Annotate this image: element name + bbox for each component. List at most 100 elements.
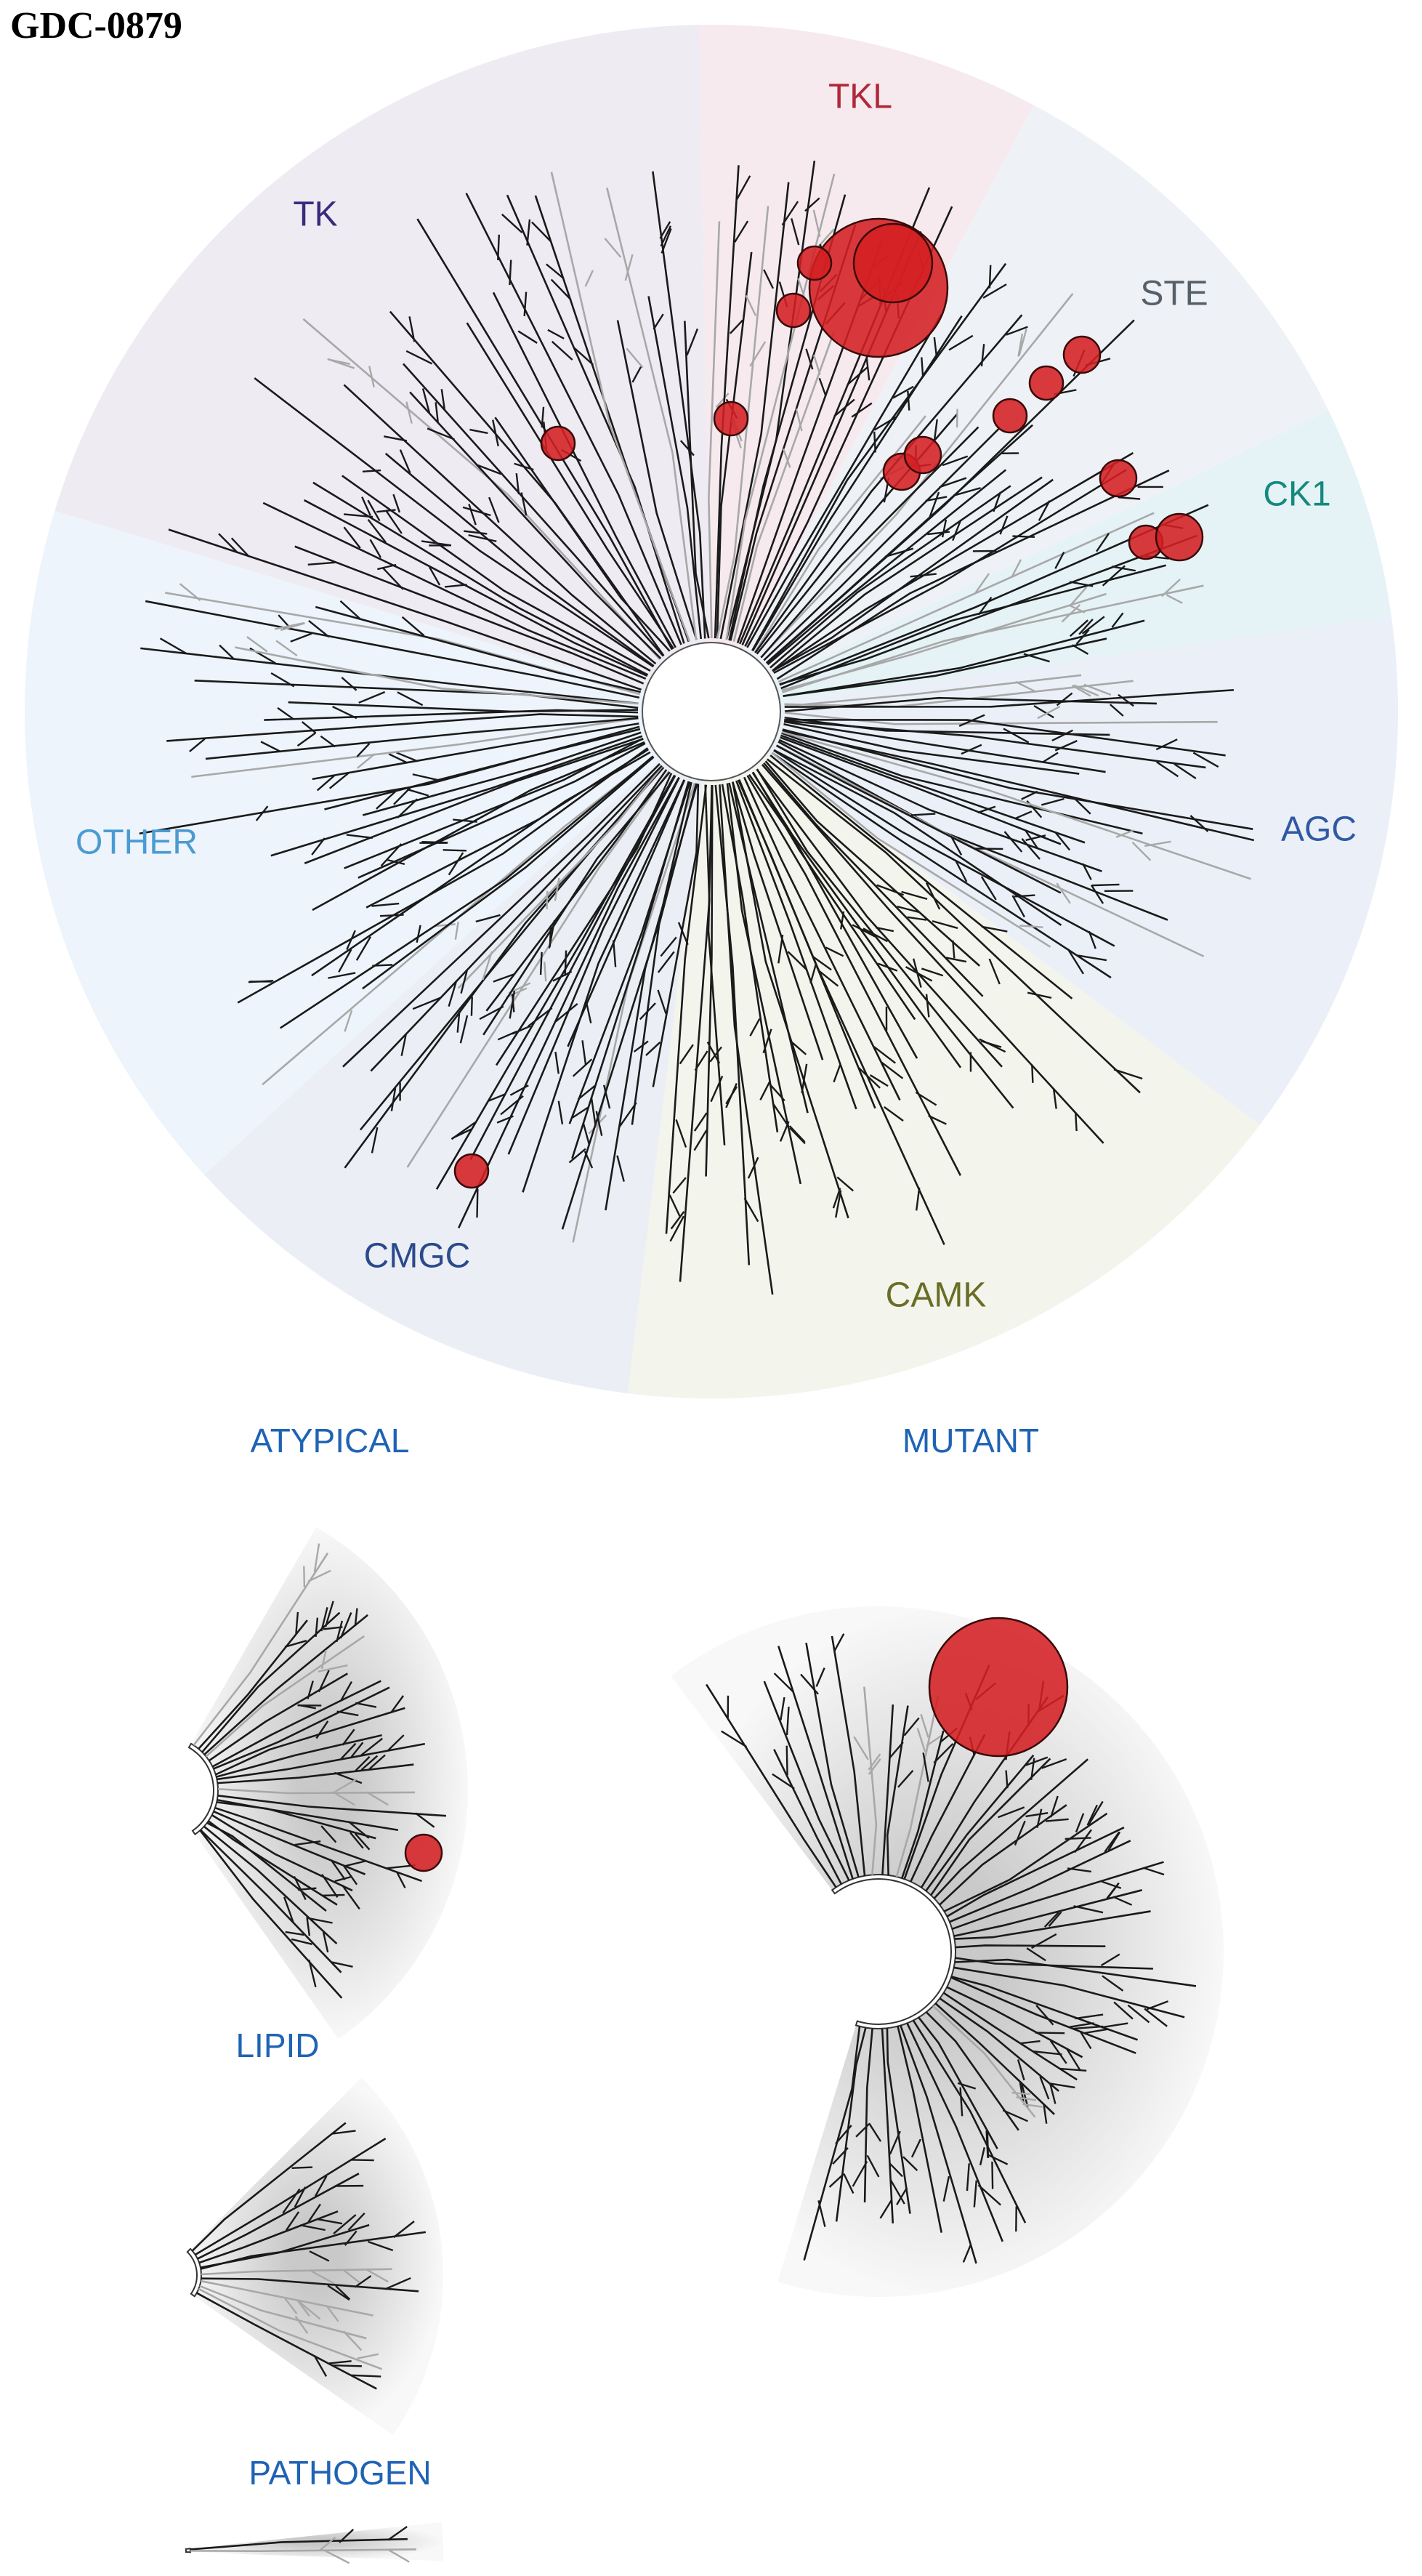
tree-branch: [199, 1830, 343, 1999]
tree-branch: [756, 768, 1003, 1068]
tree-leaf: [1067, 1867, 1091, 1873]
tree-leaf: [290, 632, 312, 643]
tree-branch: [606, 188, 698, 640]
tree-leaf: [832, 1188, 841, 1209]
group-label-other: OTHER: [76, 824, 198, 862]
tree-branch: [254, 377, 654, 668]
tree-branch: [886, 1705, 909, 1875]
tree-branch: [652, 171, 706, 639]
tree-branch: [743, 776, 901, 1101]
tree-leaf: [812, 955, 832, 971]
group-sectors: [25, 25, 1398, 1398]
tree-branch: [205, 1635, 365, 1758]
tree-leaf: [804, 197, 820, 212]
tree-leaf: [1131, 841, 1152, 861]
hit-markers: [404, 217, 1204, 1872]
tree-leaf: [219, 644, 235, 659]
tree-leaf: [460, 969, 469, 994]
tree-leaf: [189, 738, 206, 752]
tree-leaf: [1005, 1770, 1009, 1789]
tree-leaf: [945, 957, 967, 963]
tree-leaf: [318, 1670, 330, 1693]
tree-leaf: [367, 2240, 394, 2252]
tree-branch: [312, 481, 649, 676]
tree-branch: [359, 765, 663, 1131]
tree-leaf: [434, 923, 456, 927]
tree-leaf: [523, 291, 528, 317]
tree-leaf: [528, 1007, 553, 1027]
tree-leaf: [743, 1197, 759, 1223]
tree-leaf: [892, 385, 914, 399]
tree-leaf: [335, 2285, 351, 2301]
tree-leaf: [1075, 1112, 1078, 1132]
tree-leaf: [933, 1743, 954, 1764]
hit-marker-ck1: [1155, 512, 1204, 562]
tree-leaf: [1074, 1829, 1092, 1853]
tree-leaf: [1011, 895, 1025, 918]
tree-leaf: [284, 2298, 298, 2314]
tree-leaf: [884, 547, 914, 558]
tree-branch: [494, 416, 671, 652]
tree-branch: [886, 2028, 911, 2214]
tree-leaf: [371, 902, 400, 907]
hit-marker-ste: [1062, 335, 1102, 374]
tree-leaf: [328, 772, 350, 789]
tree-leaf: [980, 344, 985, 367]
tree-leaf: [977, 2184, 1001, 2206]
tree-branch: [288, 701, 639, 713]
tree-leaf: [311, 2270, 336, 2285]
tree-leaf: [1043, 1911, 1059, 1928]
tree-leaf: [920, 1713, 929, 1738]
tree-leaf: [159, 637, 187, 654]
tree-branch: [779, 534, 1198, 685]
tree-leaf: [800, 1673, 819, 1695]
tree-leaf: [677, 922, 689, 946]
tree-leaf: [897, 905, 920, 914]
tree-branch: [910, 1734, 986, 1883]
tree-leaf: [311, 837, 326, 856]
tree-leaf: [315, 1617, 319, 1638]
tree-leaf: [343, 2269, 360, 2283]
tree-leaf: [833, 1064, 841, 1083]
tree-branch: [954, 1958, 1197, 1987]
tree-branch: [777, 1646, 854, 1880]
tree-leaf: [464, 530, 488, 535]
tree-leaf: [546, 890, 549, 909]
hit-marker-ste: [992, 398, 1028, 434]
tree-branch: [784, 720, 1206, 769]
tree-leaf: [773, 1673, 794, 1693]
tree-leaf: [1070, 587, 1088, 605]
tree-leaf: [307, 561, 336, 566]
tree-leaf: [817, 969, 839, 987]
tree-leaf: [749, 341, 767, 367]
tree-branch: [780, 564, 1166, 690]
tree-branch: [955, 1957, 1153, 1970]
tree-leaf: [339, 2528, 355, 2543]
tree-leaf: [660, 936, 677, 957]
tree-leaf: [531, 221, 552, 243]
hit-marker-cmgc: [453, 1153, 490, 1189]
tree-leaf: [284, 1640, 307, 1648]
tree-leaf: [1088, 930, 1096, 949]
tree-leaf: [1118, 693, 1134, 707]
tree-leaf: [876, 884, 904, 896]
tree-leaf: [1003, 831, 1023, 853]
tree-leaf: [1003, 728, 1030, 744]
tree-leaf: [1113, 2001, 1134, 2020]
tree-branch: [196, 2292, 377, 2390]
tree-leaf: [406, 788, 429, 797]
tree-leaf: [1043, 2104, 1048, 2124]
tree-leaf: [1113, 1068, 1143, 1080]
tree-leaf: [339, 1681, 353, 1702]
tree-branch: [949, 1840, 1131, 1923]
tree-leaf: [294, 1840, 321, 1846]
tree-leaf: [179, 583, 201, 601]
tree-leaf: [493, 973, 514, 983]
group-label-ck1: CK1: [1263, 475, 1330, 514]
tree-leaf: [1118, 496, 1141, 500]
tree-branch: [784, 688, 1235, 708]
tree-branch: [190, 2548, 416, 2553]
tree-branch: [881, 2028, 894, 2223]
group-labels: TK TKL STE CK1 AGC CAMK CMGC OTHER ATYPI…: [76, 78, 1357, 2492]
tree-leaf: [812, 209, 821, 238]
